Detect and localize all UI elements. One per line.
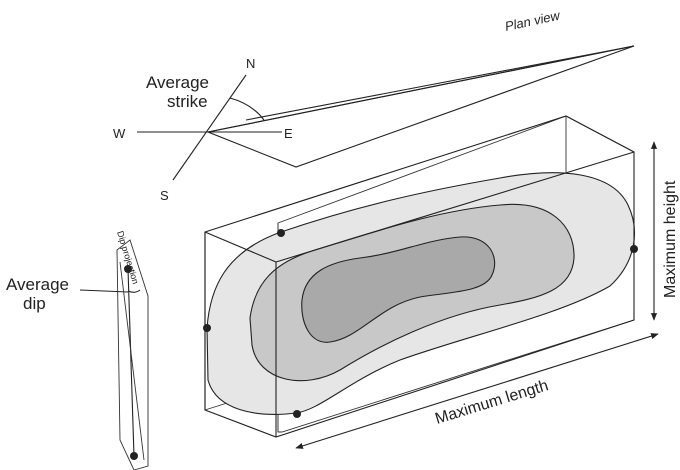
average-strike-label-line2: strike xyxy=(167,92,208,111)
strike-angle-arc xyxy=(229,97,265,121)
plan-view-label: Plan view xyxy=(504,7,563,34)
average-strike-label-line1: Average xyxy=(146,73,209,92)
extent-point-right xyxy=(630,245,638,253)
maximum-length-label: Maximum length xyxy=(433,377,550,428)
dip-projection-group: Dip projection Average dip xyxy=(6,230,149,470)
dip-projection-top-point xyxy=(124,265,132,273)
extent-point-bottom xyxy=(293,410,301,418)
average-dip-leader-line xyxy=(79,289,129,293)
maximum-length-arrow xyxy=(295,333,659,449)
ore-body-group xyxy=(203,115,638,438)
average-dip-label-line2: dip xyxy=(23,294,46,313)
compass-east-label: E xyxy=(284,126,293,141)
plan-view-axis-line xyxy=(245,45,635,121)
dip-projection-bottom-point xyxy=(130,452,138,460)
extent-point-top xyxy=(277,229,285,237)
dip-projection-slab-back xyxy=(116,239,149,470)
plan-view-inner-line xyxy=(207,45,635,133)
plan-view-wedge xyxy=(206,45,635,168)
dip-projection-edge xyxy=(119,261,145,461)
compass-north-label: N xyxy=(246,56,255,71)
bounding-box-top-edge xyxy=(204,231,277,263)
bounding-box-top-long-edge xyxy=(275,151,635,263)
compass-west-label: W xyxy=(113,126,126,141)
extent-point-left xyxy=(203,324,211,332)
dip-projection-line xyxy=(127,268,135,457)
compass-north-south-line xyxy=(172,74,247,181)
maximum-height-label: Maximum height xyxy=(662,180,679,298)
compass-south-label: S xyxy=(160,188,169,203)
average-dip-label-line1: Average xyxy=(6,275,69,294)
dip-angle-arc xyxy=(127,289,141,293)
